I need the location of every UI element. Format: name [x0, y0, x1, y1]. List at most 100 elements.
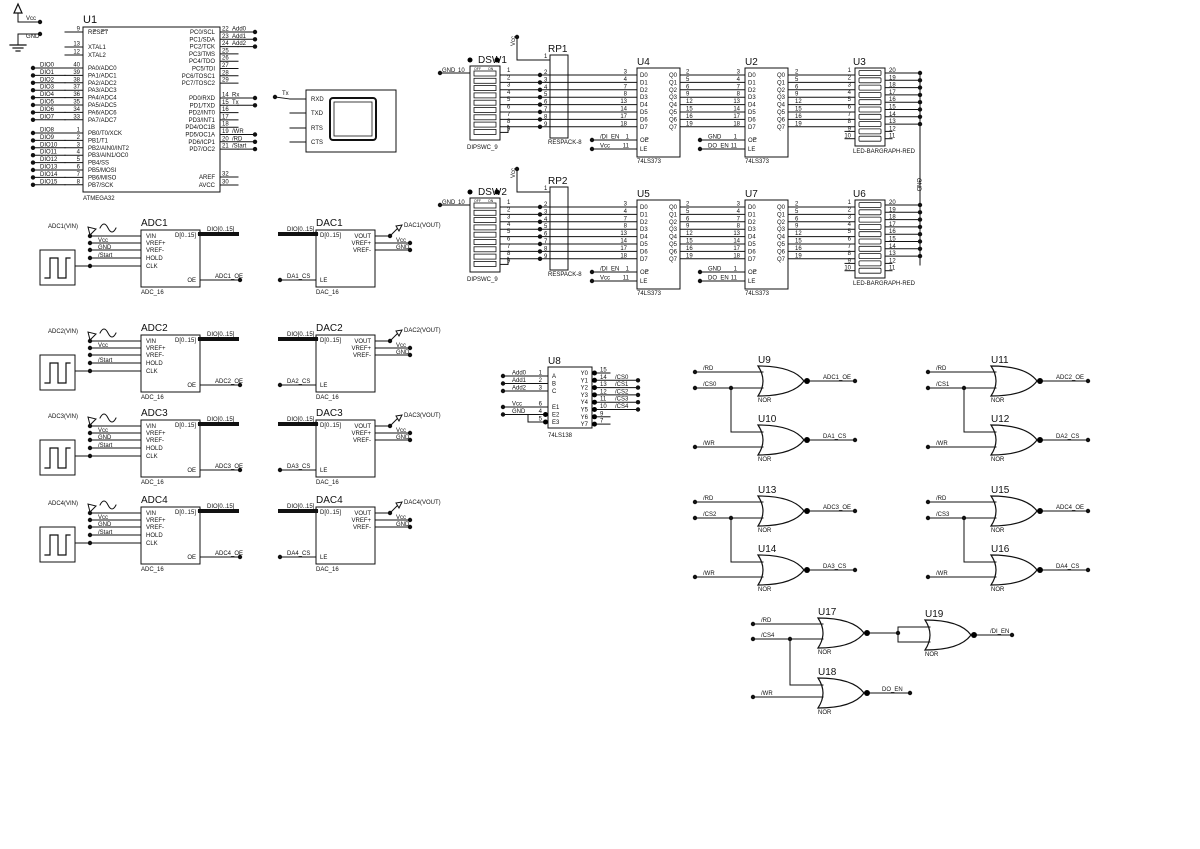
pin-number: 17 [222, 114, 229, 120]
latch-pin-name: D5 [748, 242, 756, 248]
adc-pin-name: VIN [146, 234, 156, 240]
pin-name: PB6/MISO [88, 175, 117, 181]
junction-dot [37, 19, 43, 25]
net-label: DO_EN [708, 276, 729, 282]
pin-number: 9 [77, 27, 81, 33]
latch-pin-name: D3 [748, 95, 756, 101]
junction-dot [925, 444, 931, 450]
pin-number: 1 [848, 200, 852, 206]
dac-body [315, 419, 376, 478]
pin-name: PB7/SCK [88, 183, 113, 189]
adc-pin-name: VREF+ [146, 241, 166, 247]
latch-pin-name: Q3 [777, 95, 786, 101]
latch-pin-name: Q7 [777, 257, 786, 263]
led-segment-icon [858, 135, 882, 142]
latch-pin-name: D6 [748, 249, 756, 255]
pin-number: 14 [620, 239, 627, 245]
nor-gate-icon [816, 677, 865, 709]
junction-dot [252, 103, 258, 108]
pin-name: PA2/ADC2 [88, 81, 117, 87]
latch-part: 74LS373 [637, 291, 662, 297]
terminal-pin-name: CTS [311, 140, 323, 146]
latch-pin-name: D0 [748, 73, 756, 79]
junction-dot [537, 204, 543, 210]
pin-number: 16 [795, 246, 802, 252]
pin-number: 18 [733, 253, 740, 259]
adc-bus-pin: D[0..15] [175, 233, 196, 239]
net-label: /WR [703, 571, 715, 577]
junction-dot [87, 453, 93, 459]
pin-number: 17 [620, 246, 627, 252]
virtual-terminal-body [305, 89, 397, 153]
pin-number: 24 [222, 41, 229, 47]
junction-dot [277, 277, 283, 283]
pin-number: 8 [507, 251, 511, 257]
sine-source-icon [99, 500, 117, 510]
dac-part: DAC_16 [316, 480, 339, 486]
inverting-bubble-icon [592, 421, 597, 427]
pin-number: 5 [848, 229, 852, 235]
adc-ref: ADC4 [141, 495, 168, 506]
nor-gate-icon [923, 619, 972, 651]
pin-number: 14 [733, 107, 740, 113]
net-label: /RD [936, 496, 947, 502]
adc-part: ADC_16 [141, 290, 164, 296]
latch-pin-name: D4 [748, 103, 756, 109]
adc-source-label: ADC1(VIN) [48, 224, 78, 230]
pin-number: 4 [507, 90, 511, 96]
junction-dot [277, 467, 283, 473]
net-label: DIO1 [40, 70, 55, 76]
junction-dot [30, 182, 36, 187]
latch-pin-name: Q7 [669, 125, 678, 131]
pin-name: PA4/ADC4 [88, 96, 117, 102]
pin-name: PD3/INT1 [189, 118, 216, 124]
dip-switch-lever [473, 85, 497, 91]
pin-number: 17 [889, 222, 896, 228]
pin-number: 34 [73, 107, 80, 113]
adc-ref: ADC1 [141, 218, 168, 229]
net-label: /RD [761, 618, 772, 624]
junction-dot [237, 467, 243, 473]
junction-dot [852, 437, 858, 443]
junction-dot [925, 369, 931, 375]
pin-name: PD4/OC1B [185, 125, 215, 131]
pin-number: 6 [507, 105, 511, 111]
junction-dot [692, 499, 698, 505]
decoder-pin-name: A [552, 374, 556, 380]
junction-dot [30, 138, 36, 143]
dac-pin-name: VREF- [353, 353, 371, 359]
pin-number: 40 [73, 63, 80, 69]
junction-dot [87, 423, 93, 429]
junction-dot [500, 404, 506, 410]
junction-dot [313, 421, 319, 427]
pin-number: 19 [686, 121, 693, 127]
junction-dot [407, 345, 413, 351]
pin-number: 7 [544, 239, 548, 245]
net-label: Add2 [232, 41, 247, 47]
pin-number: 3 [507, 83, 511, 89]
junction-dot [925, 515, 931, 521]
adc-ref: ADC2 [141, 323, 168, 334]
pin-number: 8 [737, 92, 741, 98]
sine-source-icon [99, 223, 117, 233]
inverting-bubble-icon [592, 370, 597, 376]
pin-number: 6 [795, 84, 799, 90]
pin-number: 4 [544, 85, 548, 91]
pin-name: PA7/ADC7 [88, 118, 117, 124]
adc-pin-name: CLK [146, 454, 158, 460]
junction-dot [30, 73, 36, 78]
decoder-pin-name: E3 [552, 420, 560, 426]
net-label: /RD [703, 496, 714, 502]
junction-dot [692, 574, 698, 580]
resistor-pack-part: RESPACK-8 [548, 140, 582, 146]
inverting-bubble-icon [592, 399, 597, 405]
net-label: Rx [232, 93, 239, 99]
dac-pin-name: VREF+ [351, 241, 371, 247]
pin-number: 13 [620, 99, 627, 105]
decoder-part: 74LS138 [548, 433, 573, 439]
junction-dot [252, 29, 258, 35]
pin-number: 5 [539, 417, 543, 423]
clock-generator-box [39, 526, 76, 563]
pin-name: XTAL1 [88, 45, 107, 51]
adc-part: ADC_16 [141, 395, 164, 401]
